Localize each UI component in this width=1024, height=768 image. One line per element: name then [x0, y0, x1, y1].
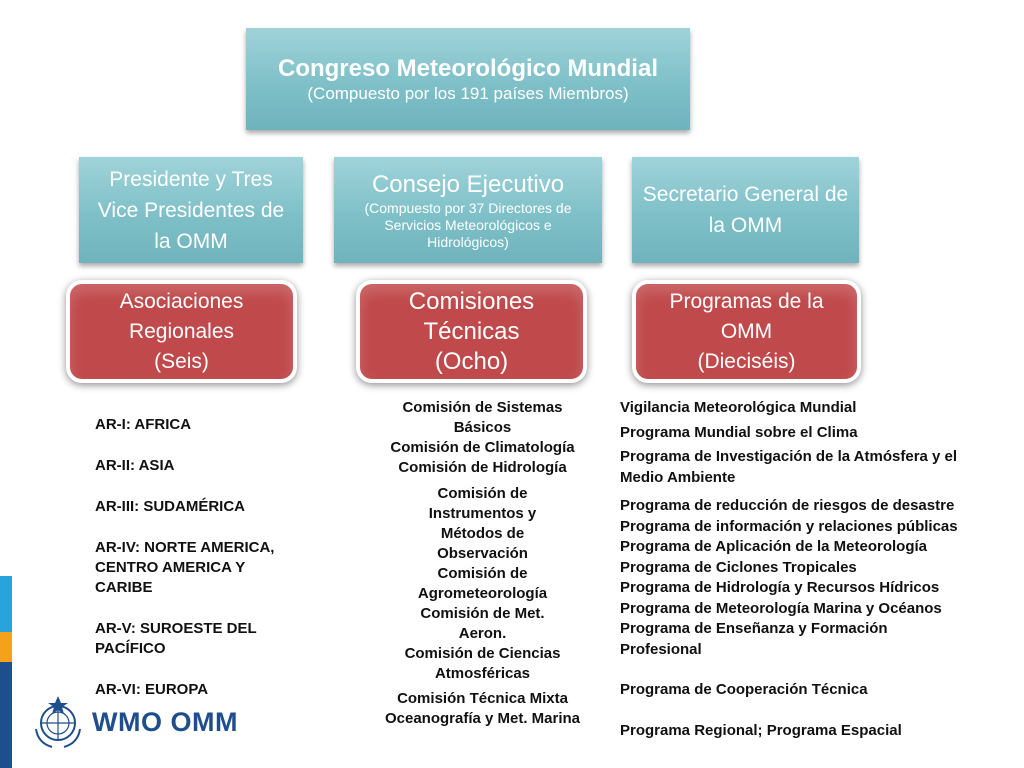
programs-box: Programas de la OMM (Dieciséis) [632, 280, 861, 383]
list-item: AR-VI: EUROPA [95, 681, 209, 698]
list-item: Programa Mundial sobre el Clima [620, 423, 858, 441]
list-item: Comisión de Met. Aeron. [420, 605, 545, 642]
logo-text: WMO OMM [92, 707, 238, 737]
congress-subtitle: (Compuesto por los 191 países Miembros) [307, 83, 629, 103]
congress-title: Congreso Meteorológico Mundial [277, 54, 658, 82]
president-box: Presidente y Tres Vice Presidentes de la… [79, 157, 303, 263]
list-item: Comisión de Sistemas Básicos [402, 399, 563, 436]
list-item: Programa de Cooperación Técnica [620, 681, 868, 698]
list-item: Programa Regional; Programa Espacial [620, 721, 902, 739]
list-item: Programa de Ciclones Tropicales [620, 558, 857, 576]
list-item: Programa de Meteorología Marina y Océano… [620, 599, 942, 617]
list-item: Comisión de Climatología [390, 439, 575, 456]
executive-title: Consejo Ejecutivo [371, 170, 565, 198]
stripe-top [0, 576, 12, 632]
program-list: Vigilancia Meteorológica Mundial Program… [620, 398, 1000, 741]
associations-box: Asociaciones Regionales (Seis) [66, 280, 297, 383]
associations-line2: Regionales [128, 319, 235, 343]
list-item: Comisión de Instrumentos y Métodos de Ob… [428, 485, 537, 562]
list-item: Programa de información y relaciones púb… [620, 517, 958, 535]
list-item: Programa de Aplicación de la Meteorologí… [620, 538, 928, 555]
commission-list: Comisión de Sistemas Básicos Comisión de… [370, 398, 595, 729]
commissions-line3: (Ocho) [434, 347, 509, 375]
executive-subtitle: (Compuesto por 37 Directores de Servicio… [364, 199, 572, 250]
commissions-box: Comisiones Técnicas (Ocho) [356, 280, 587, 383]
associations-line1: Asociaciones [119, 289, 244, 313]
commissions-line1: Comisiones [408, 287, 535, 315]
stripe-bottom [0, 662, 12, 768]
commissions-line2: Técnicas [423, 317, 520, 345]
executive-box: Consejo Ejecutivo (Compuesto por 37 Dire… [334, 157, 602, 263]
list-item: AR-II: ASIA [95, 457, 175, 474]
list-item: Comisión de Ciencias Atmosféricas [404, 645, 561, 682]
list-item: Comisión de Hidrología [398, 459, 567, 476]
list-item: Programa de Enseñanza y Formación Profes… [620, 620, 888, 658]
list-item: Programa de Hidrología y Recursos Hídric… [620, 579, 940, 596]
programs-line2: OMM [720, 319, 773, 343]
associations-line3: (Seis) [154, 349, 209, 373]
president-label: Presidente y Tres Vice Presidentes de la… [97, 167, 285, 253]
list-item: AR-IV: NORTE AMERICA, CENTRO AMERICA Y C… [95, 539, 275, 596]
list-item: Comisión Técnica Mixta Oceanografía y Me… [384, 690, 581, 727]
list-item: AR-I: AFRICA [95, 416, 192, 433]
list-item: AR-III: SUDAMÉRICA [95, 498, 245, 515]
list-item: Comisión de Agrometeorología [417, 565, 548, 602]
list-item: Vigilancia Meteorológica Mundial [620, 399, 857, 416]
list-item: Programa de reducción de riesgos de desa… [620, 497, 955, 514]
secretary-box: Secretario General de la OMM [632, 157, 859, 263]
secretary-label: Secretario General de la OMM [642, 183, 849, 237]
programs-line1: Programas de la [669, 289, 824, 313]
wmo-emblem-icon [35, 696, 81, 748]
list-item: Programa de Investigación de la Atmósfer… [620, 448, 958, 486]
list-item: AR-V: SUROESTE DEL PACÍFICO [95, 620, 257, 657]
congress-box: Congreso Meteorológico Mundial (Compuest… [246, 28, 690, 130]
programs-line3: (Dieciséis) [697, 349, 796, 373]
regional-list: AR-I: AFRICA AR-II: ASIA AR-III: SUDAMÉR… [95, 415, 295, 700]
stripe-mid [0, 632, 12, 662]
